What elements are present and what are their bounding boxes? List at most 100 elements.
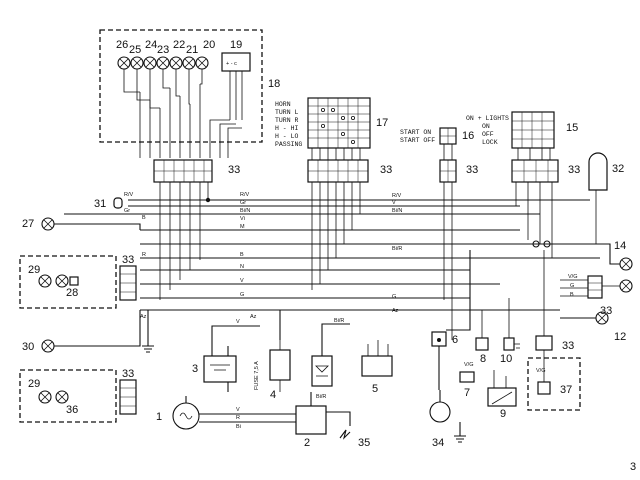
wire-label-37vg: V/G — [536, 368, 545, 374]
label-30: 30 — [22, 341, 34, 353]
label-19: 19 — [230, 39, 242, 51]
wire-label-batt-v: V — [236, 319, 240, 325]
cluster-wires — [123, 69, 243, 158]
label-1: 1 — [156, 411, 162, 423]
label-33-right: 33 — [600, 305, 612, 317]
wire-label-az: Az — [250, 314, 257, 320]
regulator-2-icon — [295, 405, 327, 435]
lamp-11-icon — [619, 279, 633, 293]
label-33-bottom: 33 — [122, 368, 134, 380]
wire-label-31rv: R/V — [124, 192, 134, 198]
module-37-box — [527, 357, 581, 411]
wire-label-7vg: V/G — [464, 362, 473, 368]
wire-label-right-vg: V/G — [568, 274, 577, 280]
switch17-line2: TURN R — [275, 117, 299, 124]
wire-label-n: N — [240, 264, 244, 270]
connector-33-37 — [535, 335, 553, 351]
switch17-line5: PASSING — [275, 141, 302, 148]
lamp-24-icon — [143, 56, 157, 70]
vertical-drops — [159, 182, 597, 340]
label-36: 36 — [66, 404, 78, 416]
switch15-line1: ON — [482, 123, 490, 130]
wire-label-bin: Bi/N — [392, 208, 402, 214]
label-9: 9 — [500, 408, 506, 420]
wire-label-g2: G — [392, 294, 396, 300]
sensor-9-icon — [487, 387, 517, 407]
wire-label-gr: Gr — [240, 200, 246, 206]
lamp-20-icon — [195, 56, 209, 70]
switch16-line0: START ON — [400, 129, 431, 136]
lamp-36-icon — [55, 390, 69, 404]
switch17-line0: HORN — [275, 101, 291, 108]
lamp-26-icon — [117, 56, 131, 70]
lamp-29a-icon — [38, 274, 52, 288]
switch17-wires — [311, 148, 361, 160]
label-26: 26 — [116, 39, 128, 51]
label-5: 5 — [372, 383, 378, 395]
wire-label-g: G — [240, 292, 244, 298]
switch17-line4: H - LO — [275, 133, 299, 140]
label-8: 8 — [480, 353, 486, 365]
label-3: 3 — [192, 363, 198, 375]
connector-33-right — [587, 275, 603, 299]
label-24: 24 — [145, 39, 157, 51]
module-37-icon — [537, 381, 551, 395]
label-29a: 29 — [28, 264, 40, 276]
wire-label-b2: B — [142, 215, 146, 221]
lamp-22-icon — [169, 56, 183, 70]
label-34: 34 — [432, 437, 444, 449]
label-2: 2 — [304, 437, 310, 449]
label-10: 10 — [500, 353, 512, 365]
starter-34-icon — [429, 401, 451, 423]
fuse-label: FUSE 7,5 A — [254, 361, 260, 390]
label-35: 35 — [358, 437, 370, 449]
turn-signal-left-box — [19, 255, 117, 309]
label-12: 12 — [614, 331, 626, 343]
switch17-line3: H - HI — [275, 125, 299, 132]
battery-3-icon — [203, 355, 237, 383]
wire-label-v2: V — [240, 278, 244, 284]
label-17: 17 — [376, 117, 388, 129]
label-15: 15 — [566, 122, 578, 134]
wire-label-v: V — [392, 200, 396, 206]
label-33-left: 33 — [122, 254, 134, 266]
label-20: 20 — [203, 39, 215, 51]
label-31: 31 — [94, 198, 106, 210]
label-25: 25 — [129, 44, 141, 56]
label-33-15: 33 — [568, 164, 580, 176]
label-32: 32 — [612, 163, 624, 175]
wire-label-bir: Bi/R — [392, 246, 402, 252]
instrument-lamps — [117, 56, 209, 70]
switch15-line2: OFF — [482, 131, 494, 138]
main-harness — [64, 199, 600, 311]
wire-label-m: M — [240, 224, 245, 230]
label-37: 37 — [560, 384, 572, 396]
wire-label-rv: R/V — [392, 193, 402, 199]
fuse-4-icon — [269, 349, 291, 381]
wire-label-right-b: B — [570, 292, 574, 298]
connector-31-icon — [113, 197, 123, 209]
switch-17-grid — [307, 97, 371, 149]
label-33-top: 33 — [228, 164, 240, 176]
lamp-25-icon — [130, 56, 144, 70]
switch15-line3: LOCK — [482, 139, 498, 146]
wire-label-gen-v: V — [236, 407, 240, 413]
wire-label-bin2: Bi/N — [240, 208, 250, 214]
rectifier-box — [311, 355, 333, 387]
page-number: 3 — [630, 461, 636, 473]
label-14: 14 — [614, 240, 626, 252]
wire-label-reg-bir: Bi/R — [316, 394, 326, 400]
switch-10-icon — [503, 337, 515, 351]
lamp-23-icon — [156, 56, 170, 70]
wire-label-gen-bi: Bi — [236, 424, 241, 430]
lamp-30-icon — [41, 339, 55, 353]
label-33-16: 33 — [466, 164, 478, 176]
wire-label-rv2: R/V — [240, 192, 250, 198]
switch-8-icon — [475, 337, 489, 351]
switch17-line1: TURN L — [275, 109, 299, 116]
wire-label-rect-bir: Bi/R — [334, 318, 344, 324]
lamp-28-icon — [55, 274, 69, 288]
lamp-28-socket — [69, 276, 79, 286]
instrument-cluster-box — [99, 29, 263, 143]
